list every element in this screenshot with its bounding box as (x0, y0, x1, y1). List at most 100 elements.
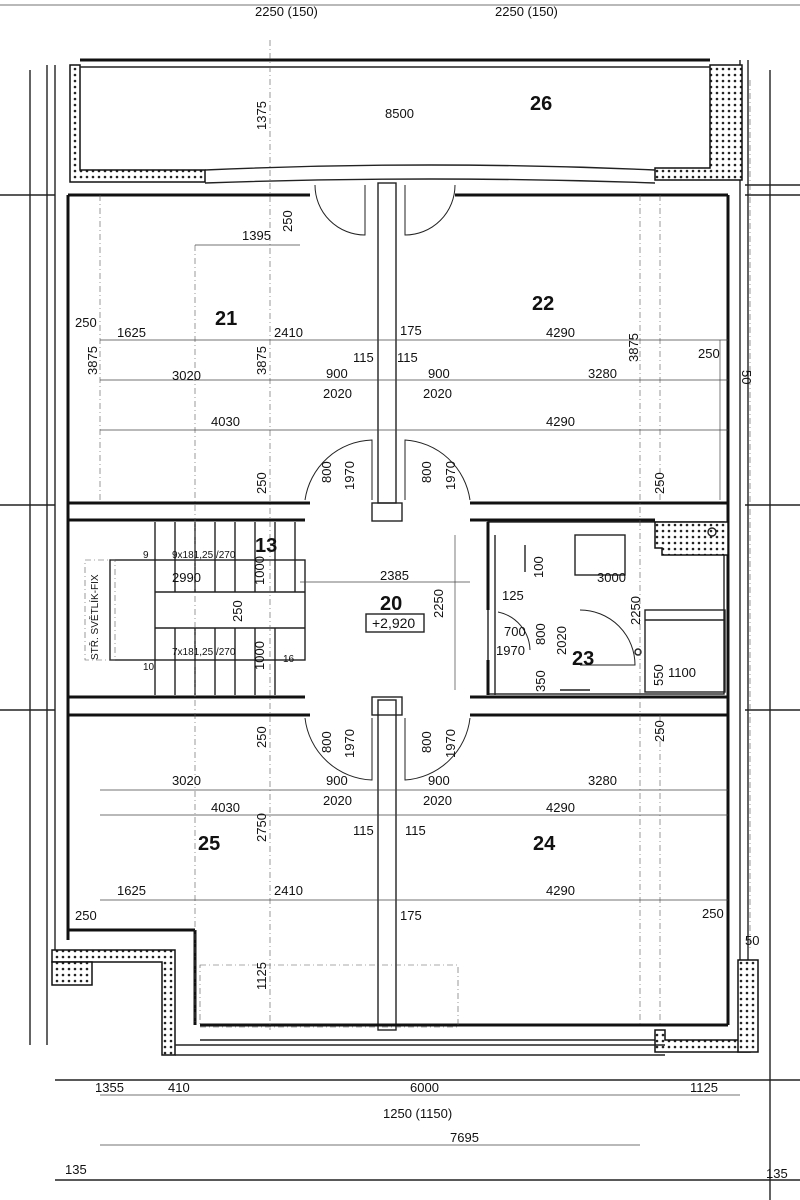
dim-label: 115 (405, 823, 426, 838)
dim-label: 4030 (211, 800, 240, 815)
dim-label: 1375 (254, 101, 269, 130)
dim-label: 3020 (172, 368, 201, 383)
dim-label: 1100 (668, 665, 696, 680)
dim-label: 1395 (242, 228, 271, 243)
dim-label: 7695 (450, 1130, 479, 1145)
dim-label: 900 (326, 773, 348, 788)
dim-label: 115 (397, 350, 418, 365)
dim-label: 250 (75, 315, 97, 330)
dim-label: 1355 (95, 1080, 124, 1095)
dim-label: 1970 (443, 729, 458, 758)
dim-label: 2385 (380, 568, 409, 583)
dim-label: 250 (652, 720, 667, 742)
dim-label: 135 (766, 1166, 788, 1181)
outer-walls (0, 60, 800, 1200)
dim-label: 2250 (628, 596, 643, 625)
dim-label: 3875 (626, 333, 641, 362)
stair-step-10: 10 (143, 662, 155, 673)
room-21: 21 (215, 308, 237, 330)
dim-label: 2250 (150) (255, 4, 318, 19)
dim-label: 1000 (252, 641, 267, 670)
dim-label: 700 (504, 624, 526, 639)
dim-label: 410 (168, 1080, 190, 1095)
dim-label: 4030 (211, 414, 240, 429)
dim-label: 115 (353, 350, 374, 365)
dim-label: 50 (745, 933, 759, 948)
room-23: 23 (572, 648, 594, 670)
stair-step-9: 9 (143, 550, 149, 561)
dim-label: 4290 (546, 883, 575, 898)
dim-label: 250 (254, 726, 269, 748)
dim-label: 1970 (496, 643, 525, 658)
dim-label: 1970 (342, 729, 357, 758)
dim-label: 6000 (410, 1080, 439, 1095)
dim-label: 1625 (117, 325, 146, 340)
dim-label: 1000 (252, 556, 267, 585)
dim-label: 2410 (274, 325, 303, 340)
room-26: 26 (530, 93, 552, 115)
stair-step-16: 16 (283, 654, 295, 665)
dim-label: 2020 (423, 793, 452, 808)
dim-label: 4290 (546, 325, 575, 340)
dim-label: 3280 (588, 773, 617, 788)
dim-label: 250 (254, 472, 269, 494)
dim-label: 2020 (423, 386, 452, 401)
dim-label: 250 (702, 906, 724, 921)
dim-label: 2990 (172, 570, 201, 585)
dim-label: 250 (280, 210, 295, 232)
dim-label: 1125 (690, 1080, 718, 1095)
dimension-lines (0, 4, 800, 1146)
dim-label: 900 (428, 773, 450, 788)
dim-label: 900 (326, 366, 348, 381)
dim-label: 250 (75, 908, 97, 923)
dim-label: 50 (739, 370, 754, 384)
room-labels: 26 21 22 13 20 23 25 24 (198, 93, 594, 855)
interior-walls (66, 182, 730, 1041)
dim-label: 3000 (597, 570, 626, 585)
dim-label: 800 (319, 461, 334, 483)
room-24: 24 (533, 833, 556, 855)
dim-label: 900 (428, 366, 450, 381)
dim-label: 4290 (546, 800, 575, 815)
dim-label: 250 (230, 600, 245, 622)
room-22: 22 (532, 293, 554, 315)
dim-label: 125 (502, 588, 524, 603)
skylight-label: STŘ. SVĚTLÍK-FIX (88, 574, 101, 660)
dim-label: 2020 (323, 793, 352, 808)
dim-label: 3875 (254, 346, 269, 375)
elevation-label: +2,920 (372, 615, 415, 631)
dim-label: 8500 (385, 106, 414, 121)
dim-label: 2410 (274, 883, 303, 898)
dim-label: 2250 (150) (495, 4, 558, 19)
balcony-bottom (51, 949, 759, 1056)
dim-label: 2020 (323, 386, 352, 401)
dimension-labels: 2250 (150) 2250 (150) 1375 8500 250 1395… (65, 4, 788, 1181)
dim-label: 1625 (117, 883, 146, 898)
dim-label: 250 (698, 346, 720, 361)
dim-label: 250 (652, 472, 667, 494)
dim-label: 175 (400, 323, 422, 338)
dim-label: 175 (400, 908, 422, 923)
dim-label: 800 (419, 731, 434, 753)
dim-label: 115 (353, 823, 374, 838)
dim-label: 3020 (172, 773, 201, 788)
dim-label: 2250 (431, 589, 446, 618)
stair-upper-label: 9x181,25 /270 (172, 550, 236, 561)
dim-label: 3875 (85, 346, 100, 375)
dim-label: 800 (319, 731, 334, 753)
dim-label: 2020 (554, 626, 569, 655)
dim-label: 100 (531, 556, 546, 578)
room-13: 13 (255, 535, 277, 557)
stair-lower-label: 7x181,25 /270 (172, 647, 236, 658)
dim-label: 3280 (588, 366, 617, 381)
dim-label: 4290 (546, 414, 575, 429)
dim-label: 2750 (254, 813, 269, 842)
dim-label: 800 (533, 623, 548, 645)
room-25: 25 (198, 833, 220, 855)
elevation-box (365, 613, 425, 633)
room-20: 20 (380, 593, 402, 615)
dim-label: 350 (533, 670, 548, 692)
balcony-top (69, 58, 743, 184)
doors (304, 184, 636, 781)
